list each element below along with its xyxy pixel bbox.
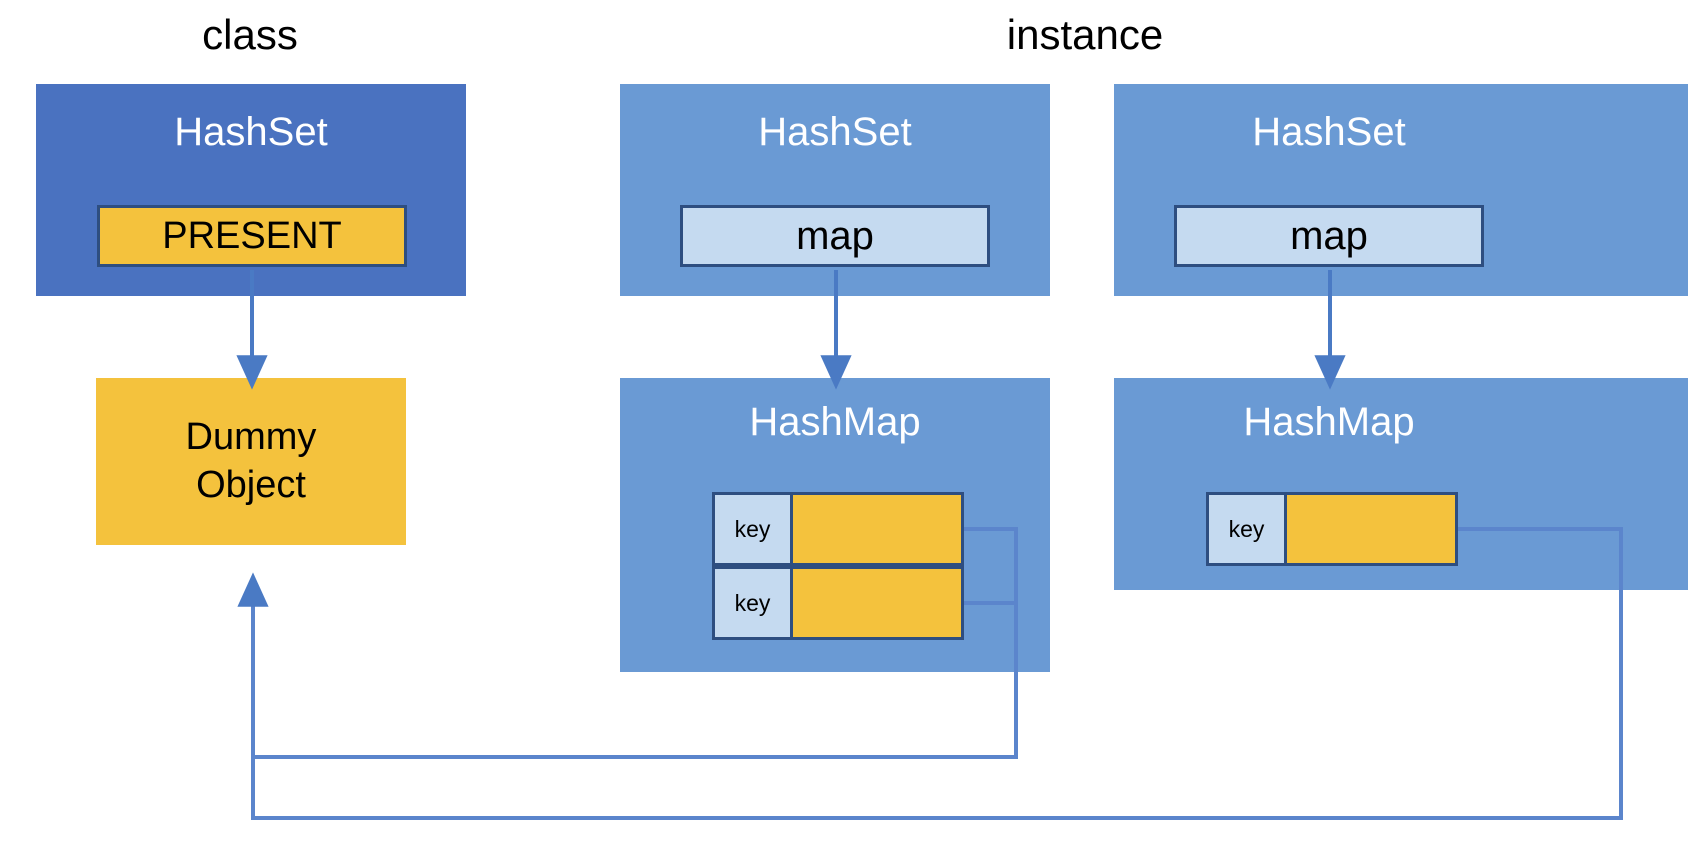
instance1-hashmap-entry-row: key — [712, 566, 964, 640]
dummy-object-box: Dummy Object — [96, 378, 406, 545]
instance2-hashset-title: HashSet — [1252, 110, 1406, 154]
instance1-map-field: map — [680, 205, 990, 267]
instance1-hashmap-entry-row: key — [712, 492, 964, 566]
entry-key-cell: key — [1209, 495, 1287, 563]
instance2-map-field: map — [1174, 205, 1484, 267]
dummy-object-line2: Object — [196, 463, 306, 506]
column-header-class: class — [202, 11, 298, 58]
entry-value-cell — [1287, 495, 1455, 563]
entry-value-cell — [793, 495, 961, 563]
class-hashset-title: HashSet — [174, 110, 328, 154]
instance2-hashmap-title: HashMap — [1243, 400, 1415, 444]
entry-key-cell: key — [715, 495, 793, 563]
instance2-hashmap-entry-row: key — [1206, 492, 1458, 566]
column-header-instance: instance — [1006, 11, 1164, 58]
entry-key-cell: key — [715, 569, 793, 637]
instance1-hashset-title: HashSet — [758, 110, 912, 154]
entry-value-cell — [793, 569, 961, 637]
present-static-field: PRESENT — [97, 205, 407, 267]
dummy-object-line1: Dummy — [185, 416, 317, 458]
instance1-hashmap-title: HashMap — [749, 400, 921, 444]
